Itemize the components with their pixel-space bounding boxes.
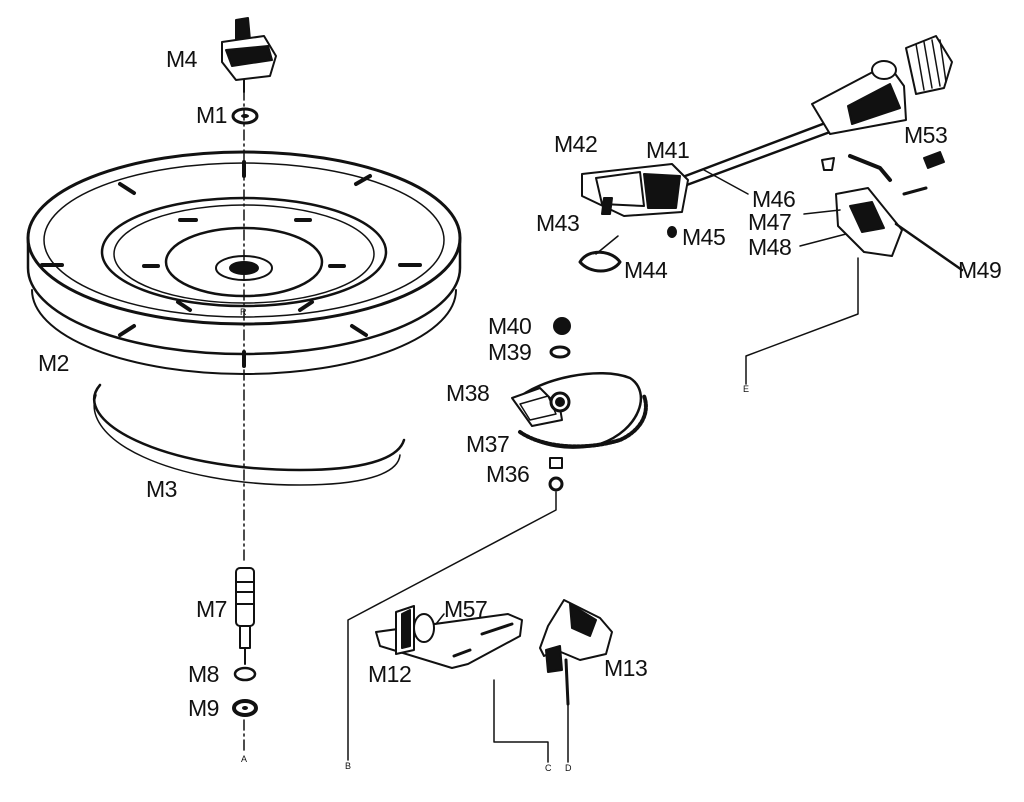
- label-m36: M36: [486, 461, 530, 487]
- label-m9: M9: [188, 695, 219, 721]
- washer-m9: [232, 699, 258, 717]
- connector-d: D: [565, 763, 572, 773]
- label-m46: M46: [752, 186, 796, 212]
- label-m4: M4: [166, 46, 197, 72]
- label-m3: M3: [146, 476, 177, 502]
- slider-assembly: [375, 605, 523, 669]
- connector-c: C: [545, 763, 552, 773]
- spindle-cap: [221, 17, 277, 93]
- label-m44: M44: [624, 257, 668, 283]
- platter-mark: R: [240, 307, 247, 317]
- label-m38: M38: [446, 380, 490, 406]
- label-m47: M47: [748, 209, 792, 235]
- label-m2: M2: [38, 350, 69, 376]
- label-m48: M48: [748, 234, 792, 260]
- tonearm: [578, 35, 964, 273]
- label-m8: M8: [188, 661, 219, 687]
- label-m40: M40: [488, 313, 532, 339]
- connector-e: E: [743, 384, 750, 394]
- connector-e-line: [745, 257, 859, 385]
- connector-b: B: [345, 761, 352, 771]
- label-m39: M39: [488, 339, 532, 365]
- label-m7: M7: [196, 596, 227, 622]
- label-m13: M13: [604, 655, 648, 681]
- gear-assembly: [511, 317, 648, 492]
- connector-c-line: [493, 679, 549, 763]
- label-m43: M43: [536, 210, 580, 236]
- lever-m13: [539, 599, 613, 706]
- leader-lines: [595, 169, 847, 255]
- washer-m1: [231, 107, 259, 125]
- label-m37: M37: [466, 431, 510, 457]
- spindle-shaft: [235, 567, 255, 665]
- connector-b-line: [347, 491, 557, 761]
- label-m42: M42: [554, 131, 598, 157]
- label-m41: M41: [646, 137, 690, 163]
- label-m12: M12: [368, 661, 412, 687]
- belt: [93, 383, 406, 486]
- label-m53: M53: [904, 122, 948, 148]
- label-m49: M49: [958, 257, 1002, 283]
- label-m57: M57: [444, 596, 488, 622]
- label-m45: M45: [682, 224, 726, 250]
- washer-m8: [233, 666, 257, 682]
- connector-a: A: [241, 754, 248, 764]
- label-m1: M1: [196, 102, 227, 128]
